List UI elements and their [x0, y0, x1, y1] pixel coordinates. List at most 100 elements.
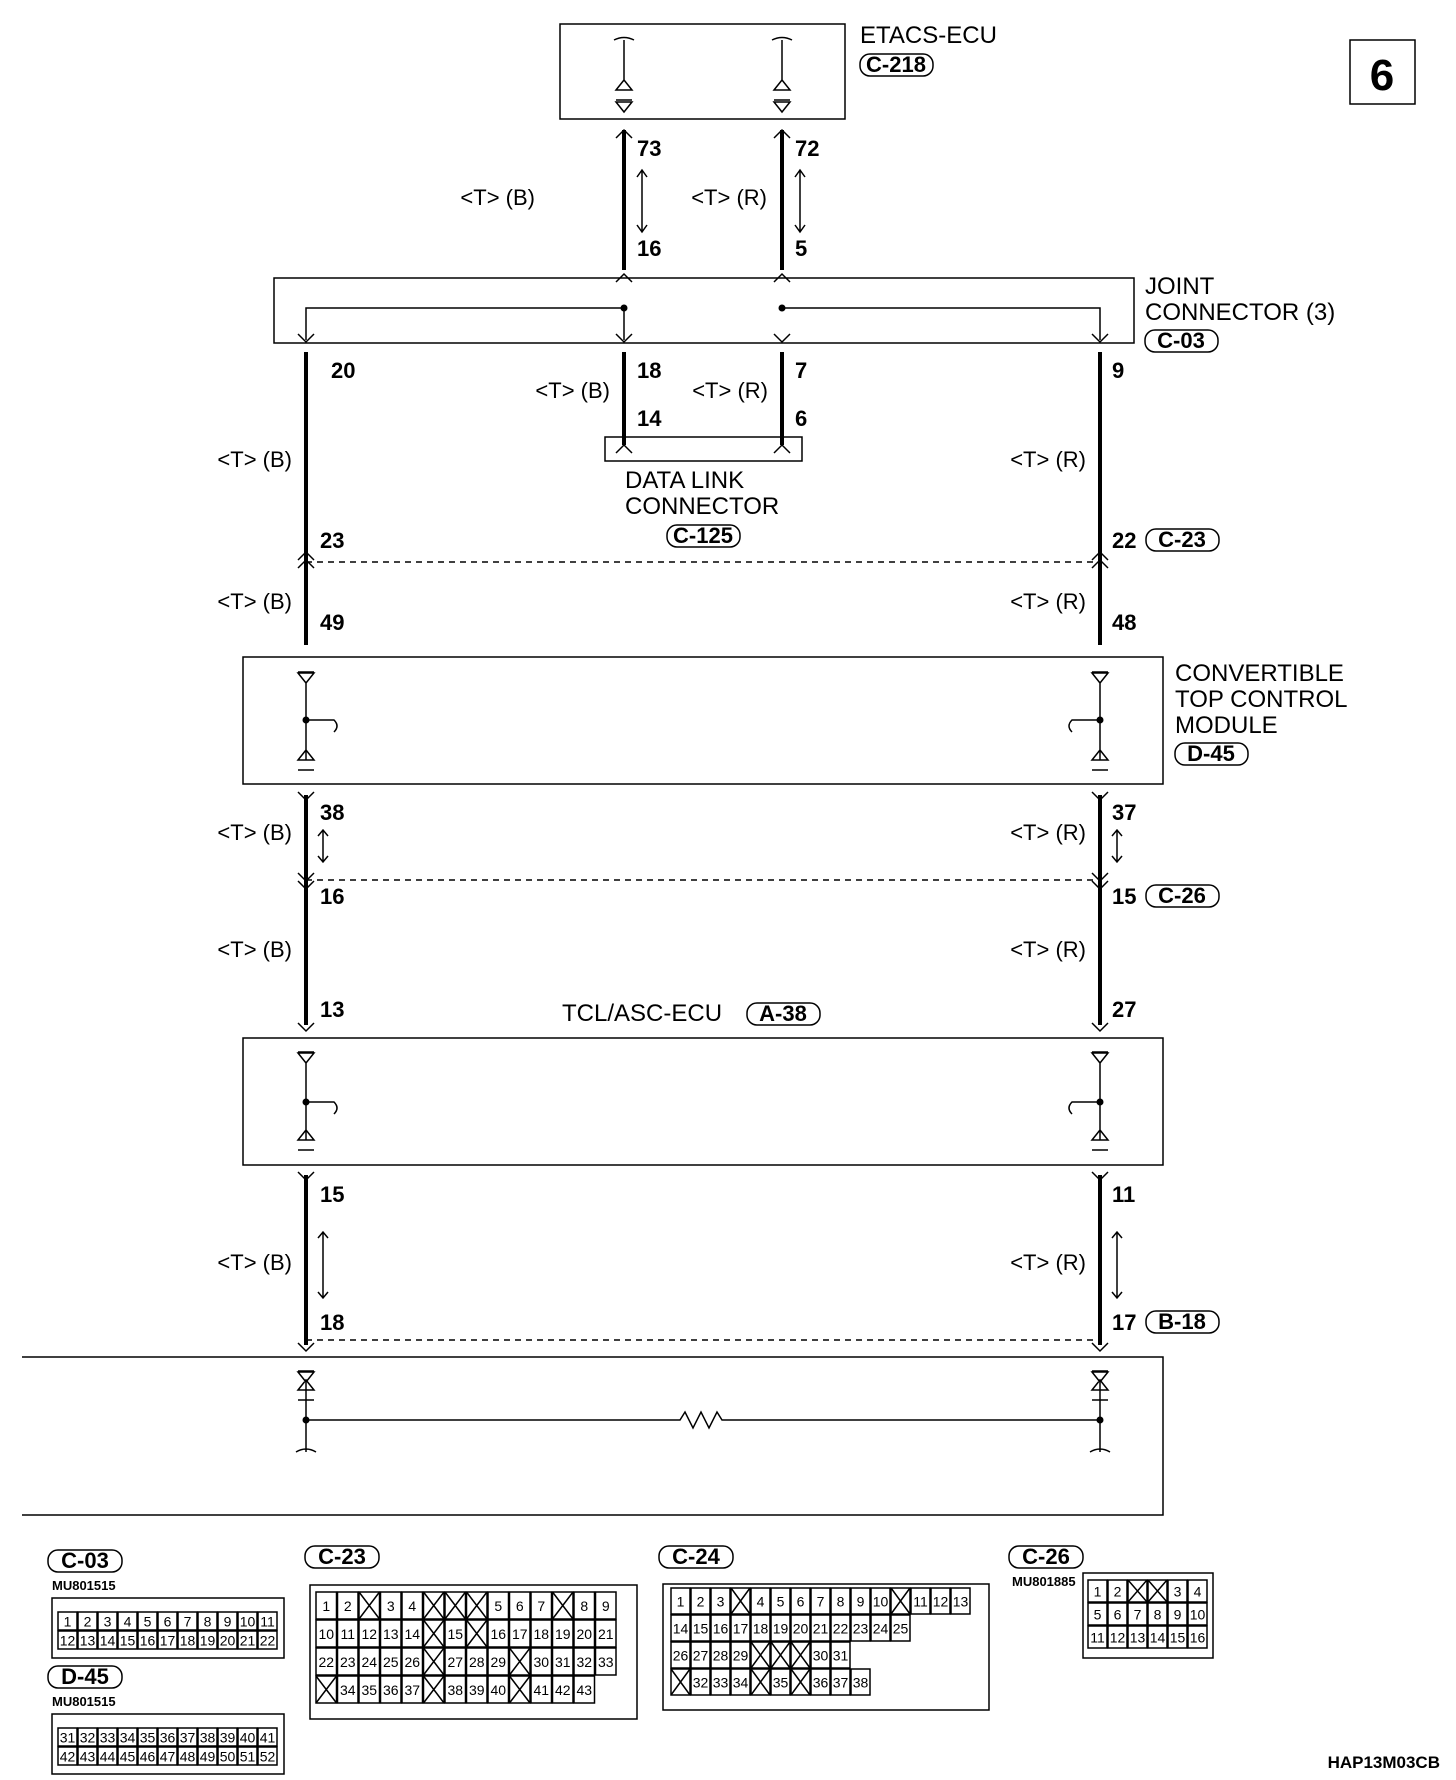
wire-label-etacs-r: <T> (R): [691, 185, 767, 210]
pin-cell: [237, 1746, 258, 1766]
joint-out-arrows: [297, 333, 1109, 344]
pin-number: 18: [533, 1626, 549, 1642]
pin-cell: [594, 1591, 617, 1620]
b18-badge: [1145, 1310, 1220, 1334]
pin-number: 3: [104, 1614, 112, 1630]
pin-cell: [97, 1746, 118, 1766]
pin-cell: [1167, 1602, 1188, 1626]
pin-number: 5: [777, 1594, 785, 1610]
pin-joint-in-b: 16: [637, 236, 661, 261]
pin-cell: [57, 1630, 78, 1650]
pin-cell: [422, 1619, 445, 1648]
pin-cell-unused: [508, 1647, 531, 1676]
pin-cell: [1147, 1602, 1168, 1626]
pin-cell: [117, 1746, 138, 1766]
dlc-name-1: DATA LINK: [625, 467, 744, 494]
c24-view-badge: [658, 1545, 734, 1569]
pin-cell: [730, 1587, 751, 1615]
pin-number: 27: [693, 1648, 709, 1664]
joint-name-2: CONNECTOR (3): [1145, 299, 1335, 326]
convertible-name-3: MODULE: [1175, 712, 1278, 739]
pin-cell: [117, 1611, 138, 1631]
d45-view-badge: [47, 1665, 123, 1689]
etacs-connector-badge: [859, 53, 934, 77]
wire-label-right-5: <T> (R): [1010, 1250, 1086, 1275]
pin-number: 42: [555, 1682, 571, 1698]
convertible-name-1: CONVERTIBLE: [1175, 660, 1344, 687]
convertible-connector-badge: [1174, 742, 1249, 766]
pin-cell: [379, 1647, 402, 1676]
pin-number: 51: [240, 1749, 256, 1765]
pin-cell-unused: [465, 1619, 488, 1648]
bottom-module-internals: [295, 1370, 1111, 1453]
pin-cell: [422, 1647, 445, 1676]
pin-number: 39: [220, 1730, 236, 1746]
wire-label-left-2: <T> (B): [217, 589, 292, 614]
pin-cell: [237, 1630, 258, 1650]
b18-arrows: [297, 1342, 1109, 1353]
joint-node-b: [620, 304, 628, 312]
bottom-node-right: [1096, 1416, 1104, 1424]
pin-cell: [487, 1675, 510, 1704]
pin-number: 13: [383, 1626, 399, 1642]
convertible-module-box: [242, 656, 1164, 785]
pin-cell: [710, 1587, 731, 1615]
pin-cell: [1167, 1579, 1188, 1603]
pin-number: 3: [387, 1598, 395, 1614]
pin-cell: [1087, 1602, 1108, 1626]
pin-number: 21: [598, 1626, 614, 1642]
etacs-terminal-symbol-right: [771, 36, 793, 114]
pin-cell: [97, 1630, 118, 1650]
pin-cell: [315, 1619, 338, 1648]
pin-cell: [177, 1611, 198, 1631]
pin-number: 52: [260, 1749, 276, 1765]
pin-number: 32: [693, 1675, 709, 1691]
pin-cell: [237, 1611, 258, 1631]
pin-cell: [710, 1641, 731, 1669]
pin-cell: [790, 1587, 811, 1615]
pin-cell-unused: [444, 1591, 467, 1620]
pin-cell: [401, 1647, 424, 1676]
pin-cell: [315, 1591, 338, 1620]
pin-cell: [530, 1619, 553, 1648]
pin-cell: [77, 1746, 98, 1766]
pin-cell: [137, 1611, 158, 1631]
joint-connector-box: [273, 277, 1135, 344]
etacs-pin-arrows: [615, 128, 791, 139]
pin-number: 14: [100, 1633, 116, 1649]
pin-number: 46: [140, 1749, 156, 1765]
pin-cell-unused: [1147, 1579, 1168, 1603]
c23-arrows: [297, 550, 1109, 569]
pin-cell: [690, 1614, 711, 1642]
pin-cell: [137, 1630, 158, 1650]
pin-cell: [770, 1587, 791, 1615]
pin-cell-unused: [551, 1591, 574, 1620]
pin-cell: [57, 1611, 78, 1631]
wire-label-right-3: <T> (R): [1010, 820, 1086, 845]
pin-cell-unused: [465, 1591, 488, 1620]
pin-number: 4: [757, 1594, 765, 1610]
pin-cell: [530, 1591, 553, 1620]
pin-cell: [750, 1587, 771, 1615]
pin-cell: [358, 1675, 381, 1704]
pin-number: 10: [318, 1626, 334, 1642]
joint-connector-code: C-03: [1157, 328, 1205, 353]
pin-cell: [197, 1611, 218, 1631]
dlc-name-2: CONNECTOR: [625, 493, 779, 520]
pin-number: 36: [160, 1730, 176, 1746]
pin-cell: [422, 1591, 445, 1620]
pin-conv-in-left: 49: [320, 610, 344, 635]
pin-cell: [137, 1727, 158, 1747]
pin-number: 19: [555, 1626, 571, 1642]
etacs-terminal-symbol-left: [613, 36, 635, 114]
pin-number: 12: [1110, 1630, 1126, 1646]
pin-cell: [1127, 1602, 1148, 1626]
pin-cell-unused: [790, 1641, 811, 1669]
pin-cell: [730, 1641, 751, 1669]
pin-number: 6: [164, 1614, 172, 1630]
pin-cell: [444, 1591, 467, 1620]
pin-number: 23: [853, 1621, 869, 1637]
pin-cell: [336, 1619, 359, 1648]
pin-number: 8: [1154, 1607, 1162, 1623]
pin-cell-unused: [1127, 1579, 1148, 1603]
